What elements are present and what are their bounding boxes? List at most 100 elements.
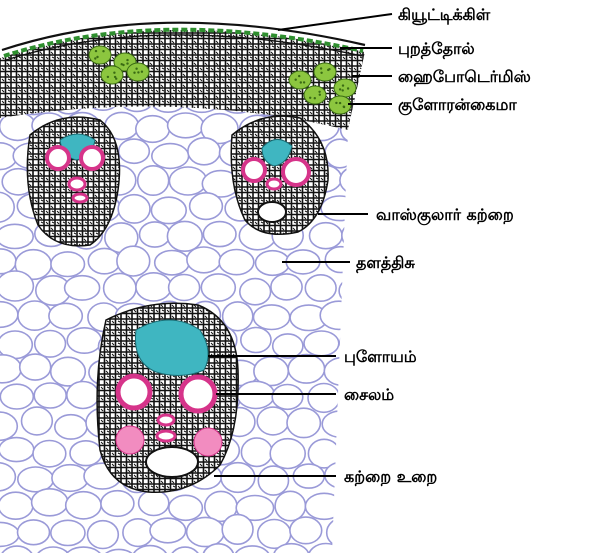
label-xylem: சைலம்	[344, 385, 394, 404]
parenchyma-cell	[169, 495, 203, 520]
parenchyma-cell	[342, 489, 373, 518]
chlorenchyma-cell	[101, 66, 123, 84]
parenchyma-cell	[168, 113, 204, 138]
parenchyma-cell	[241, 438, 272, 466]
parenchyma-cell	[325, 139, 355, 168]
parenchyma-cell	[0, 384, 33, 409]
parenchyma-cell	[322, 411, 358, 437]
parenchyma-cell	[65, 276, 100, 300]
parenchyma-cell	[169, 167, 206, 195]
parenchyma-cell	[221, 463, 255, 493]
parenchyma-cell	[320, 301, 357, 329]
parenchyma-cell	[222, 515, 253, 545]
parenchyma-cell	[240, 279, 271, 305]
parenchyma-cell	[101, 491, 134, 517]
chlorenchyma-cell	[289, 71, 311, 89]
vascular-bundle-right	[231, 116, 328, 234]
parenchyma-cell	[138, 166, 169, 195]
parenchyma-cell	[55, 415, 87, 439]
chloroplast-dot	[96, 56, 98, 58]
parenchyma-cell	[377, 276, 410, 304]
parenchyma-cell	[150, 518, 186, 543]
vascular-bundle-left	[27, 117, 119, 246]
chloroplast-dot	[342, 89, 344, 91]
parenchyma-cell	[357, 141, 390, 171]
chloroplast-dot	[309, 97, 311, 99]
parenchyma-cell	[321, 196, 358, 221]
label-ground-tissue: தளத்திசு	[356, 253, 415, 273]
chloroplast-dot	[107, 76, 109, 78]
parenchyma-cell	[34, 383, 66, 408]
chloroplast-dot	[303, 81, 305, 83]
parenchyma-cell	[0, 492, 33, 519]
chloroplast-dot	[343, 106, 345, 108]
parenchyma-cell	[288, 355, 324, 384]
chloroplast-dot	[347, 87, 349, 89]
parenchyma-cell	[67, 382, 99, 409]
chloroplast-dot	[320, 67, 322, 69]
parenchyma-cell	[341, 547, 373, 553]
parenchyma-cell	[241, 328, 271, 353]
label-phloem: புளோயம்	[344, 347, 417, 366]
parenchyma-cell	[187, 247, 221, 273]
label-hypodermis: ஹைபோடெர்மிஸ்	[398, 67, 531, 87]
parenchyma-cell	[337, 437, 372, 463]
xylem-vessel-left	[118, 376, 150, 408]
parenchyma-cell	[70, 441, 102, 466]
parenchyma-cell	[167, 221, 202, 251]
parenchyma-cell	[258, 466, 288, 495]
parenchyma-cell	[287, 408, 320, 437]
chloroplast-dot	[102, 50, 104, 52]
parenchyma-cell	[373, 167, 410, 195]
parenchyma-cell	[67, 328, 101, 353]
parenchyma-cell	[51, 252, 85, 277]
parenchyma-cell	[375, 545, 413, 553]
parenchyma-cell	[290, 517, 322, 544]
parenchyma-cell	[203, 222, 236, 247]
parenchyma-cell	[190, 193, 223, 220]
chlorenchyma-cell	[304, 86, 326, 104]
parenchyma-cell	[360, 301, 393, 330]
parenchyma-cell	[272, 385, 303, 410]
parenchyma-cell	[340, 166, 376, 195]
parenchyma-cell	[51, 520, 85, 545]
label-vascular-bundle: வாஸ்குலார் கற்றை	[376, 205, 514, 226]
chloroplast-dot	[314, 97, 316, 99]
parenchyma-cell	[49, 303, 82, 328]
parenchyma-cell	[376, 223, 410, 250]
label-bundle-sheath: கற்றை உறை	[344, 467, 437, 486]
chloroplast-dot	[113, 72, 115, 74]
chloroplast-dot	[135, 68, 137, 70]
parenchyma-cell	[33, 441, 66, 467]
chloroplast-dot	[115, 78, 117, 80]
chloroplast-dot	[133, 72, 135, 74]
parenchyma-cell	[219, 250, 254, 275]
chloroplast-dot	[95, 50, 97, 52]
chloroplast-dot	[137, 71, 139, 73]
vascular-bundle-large	[97, 303, 238, 492]
parenchyma-cell	[305, 275, 336, 301]
label-chlorenchyma: குளோரன்கைமா	[398, 95, 517, 116]
parenchyma-cell	[104, 273, 136, 303]
parenchyma-cell	[88, 248, 120, 273]
parenchyma-cell	[201, 274, 235, 301]
parenchyma-cell	[0, 438, 34, 462]
chloroplast-dot	[318, 91, 320, 93]
parenchyma-cell	[187, 517, 225, 546]
parenchyma-cell	[52, 465, 88, 492]
parenchyma-cell	[305, 493, 342, 519]
parenchyma-cell	[374, 491, 406, 517]
parenchyma-cell	[151, 197, 186, 223]
parenchyma-cell	[0, 224, 33, 248]
parenchyma-cell	[188, 138, 220, 165]
parenchyma-cell	[0, 271, 33, 301]
label-epidermis: புறத்தோல்	[398, 39, 475, 59]
parenchyma-cell	[275, 491, 305, 520]
chloroplast-dot	[339, 102, 341, 104]
parenchyma-cell	[169, 275, 200, 301]
parenchyma-cell	[20, 354, 51, 380]
chloroplast-dot	[320, 72, 322, 74]
chlorenchyma-cell	[314, 63, 336, 81]
parenchyma-cell	[155, 251, 189, 275]
